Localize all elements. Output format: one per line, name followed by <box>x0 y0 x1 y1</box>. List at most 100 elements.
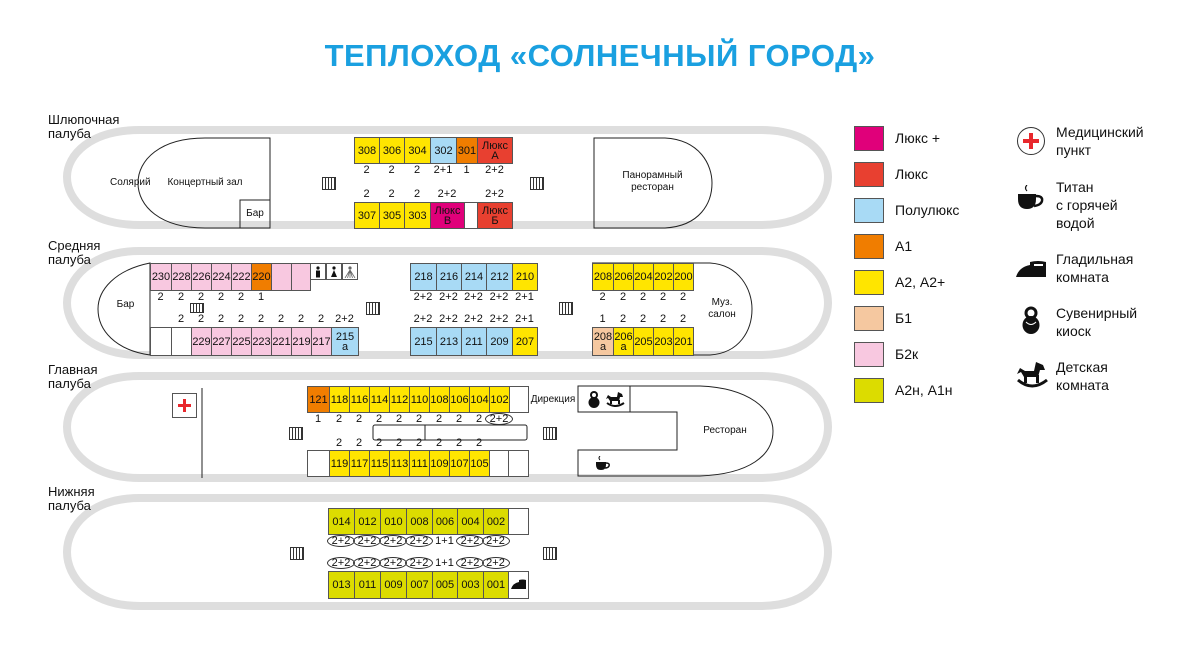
cabin-227[interactable]: 227 <box>211 327 232 356</box>
cabin-115[interactable]: 115 <box>369 450 390 477</box>
cabin-228[interactable]: 228 <box>171 263 192 291</box>
cabin-209[interactable]: 209 <box>486 327 513 356</box>
cabin-208[interactable]: 208 <box>592 263 614 291</box>
matryoshka-icon <box>1022 306 1040 334</box>
cabin-214[interactable]: 214 <box>461 263 487 291</box>
cabin-capacity: 2 <box>639 313 647 325</box>
cabin-capacity: 2+2 <box>456 535 484 547</box>
deck-label: Главная палуба <box>48 362 98 391</box>
restaurant-outline <box>577 385 774 477</box>
cabin-206[interactable]: 206 <box>613 263 634 291</box>
cabin-006[interactable]: 006 <box>432 508 458 535</box>
cabin-011[interactable]: 011 <box>354 571 381 599</box>
cabin-118[interactable]: 118 <box>329 386 350 413</box>
cabin-capacity: 2 <box>157 291 164 303</box>
cabin-230[interactable]: 230 <box>150 263 172 291</box>
cabin-008[interactable]: 008 <box>406 508 433 535</box>
cabin-305[interactable]: 305 <box>379 202 405 229</box>
cabin-307[interactable]: 307 <box>354 202 380 229</box>
cabin-205[interactable]: 205 <box>633 327 654 356</box>
cabin-211[interactable]: 211 <box>461 327 487 356</box>
cabin-301[interactable]: 301 <box>456 137 478 164</box>
cabin-219[interactable]: 219 <box>291 327 312 356</box>
cabin-208-а[interactable]: 208 а <box>592 327 614 356</box>
cabin-010[interactable]: 010 <box>380 508 407 535</box>
cabin-capacity: 2 <box>413 164 421 176</box>
cabin-223[interactable]: 223 <box>251 327 272 356</box>
cabin-capacity: 2 <box>619 313 627 325</box>
cabin-217[interactable]: 217 <box>311 327 332 356</box>
cabin-012[interactable]: 012 <box>354 508 381 535</box>
cabin-207[interactable]: 207 <box>512 327 538 356</box>
cabin-009[interactable]: 009 <box>380 571 407 599</box>
cabin-106[interactable]: 106 <box>449 386 470 413</box>
cabin-202[interactable]: 202 <box>653 263 674 291</box>
cabin-Люкс-В[interactable]: Люкс В <box>430 202 465 229</box>
cabin-002[interactable]: 002 <box>483 508 509 535</box>
cabin-104[interactable]: 104 <box>469 386 490 413</box>
music-salon-outline <box>592 262 753 356</box>
cabin-215[interactable]: 215 <box>410 327 437 356</box>
cabin-119[interactable]: 119 <box>329 450 350 477</box>
cabin-121[interactable]: 121 <box>307 386 330 413</box>
cabin-212[interactable]: 212 <box>486 263 513 291</box>
cabin-116[interactable]: 116 <box>349 386 370 413</box>
cabin-108[interactable]: 108 <box>429 386 450 413</box>
cabin-306[interactable]: 306 <box>379 137 405 164</box>
cabin-225[interactable]: 225 <box>231 327 252 356</box>
cabin-201[interactable]: 201 <box>673 327 694 356</box>
cabin-303[interactable]: 303 <box>404 202 431 229</box>
cabin-capacity: 2+2 <box>413 313 433 325</box>
cabin-105[interactable]: 105 <box>469 450 490 477</box>
cabin-capacity: 2 <box>388 164 395 176</box>
cabin-218[interactable]: 218 <box>410 263 437 291</box>
cabin-117[interactable]: 117 <box>349 450 370 477</box>
cabin-001[interactable]: 001 <box>483 571 509 599</box>
cabin-229[interactable]: 229 <box>191 327 212 356</box>
cabin-003[interactable]: 003 <box>457 571 484 599</box>
cabin-111[interactable]: 111 <box>409 450 430 477</box>
stairs-icon <box>366 302 380 315</box>
cabin-capacity: 2 <box>363 188 370 200</box>
cabin-220[interactable]: 220 <box>251 263 272 291</box>
cabin-203[interactable]: 203 <box>653 327 674 356</box>
cabin-302[interactable]: 302 <box>430 137 457 164</box>
cabin-013[interactable]: 013 <box>328 571 355 599</box>
cabin-capacity: 2 <box>415 413 423 425</box>
cabin-005[interactable]: 005 <box>432 571 458 599</box>
cabin-216[interactable]: 216 <box>436 263 462 291</box>
cabin-200[interactable]: 200 <box>673 263 694 291</box>
cabin-007[interactable]: 007 <box>406 571 433 599</box>
empty-room <box>464 202 478 229</box>
cabin-221[interactable]: 221 <box>271 327 292 356</box>
cabin-capacity: 2 <box>413 188 421 200</box>
cabin-102[interactable]: 102 <box>489 386 510 413</box>
legend-swatch-lux <box>854 162 884 187</box>
cabin-112[interactable]: 112 <box>389 386 410 413</box>
cabin-capacity: 2 <box>455 437 463 449</box>
cabin-222[interactable]: 222 <box>231 263 252 291</box>
cabin-213[interactable]: 213 <box>436 327 462 356</box>
cabin-107[interactable]: 107 <box>449 450 470 477</box>
cabin-014[interactable]: 014 <box>328 508 355 535</box>
cabin-204[interactable]: 204 <box>633 263 654 291</box>
cabin-Люкс-А[interactable]: Люкс А <box>477 137 513 164</box>
cabin-capacity: 2 <box>475 437 483 449</box>
cabin-308[interactable]: 308 <box>354 137 380 164</box>
cabin-110[interactable]: 110 <box>409 386 430 413</box>
cabin-224[interactable]: 224 <box>211 263 232 291</box>
cabin-004[interactable]: 004 <box>457 508 484 535</box>
cabin-226[interactable]: 226 <box>191 263 212 291</box>
cabin-capacity: 2 <box>375 437 383 449</box>
cabin-capacity: 2 <box>335 413 343 425</box>
cabin-114[interactable]: 114 <box>369 386 390 413</box>
cabin-304[interactable]: 304 <box>404 137 431 164</box>
cabin-210[interactable]: 210 <box>512 263 538 291</box>
cabin-206-а[interactable]: 206 а <box>613 327 634 356</box>
cabin-215-а[interactable]: 215 а <box>331 327 359 356</box>
legend-facility-label: Гладильная комната <box>1056 251 1134 285</box>
cabin-Люкс-Б[interactable]: Люкс Б <box>477 202 513 229</box>
cabin-109[interactable]: 109 <box>429 450 450 477</box>
cabin-113[interactable]: 113 <box>389 450 410 477</box>
cup-icon <box>1018 185 1044 209</box>
